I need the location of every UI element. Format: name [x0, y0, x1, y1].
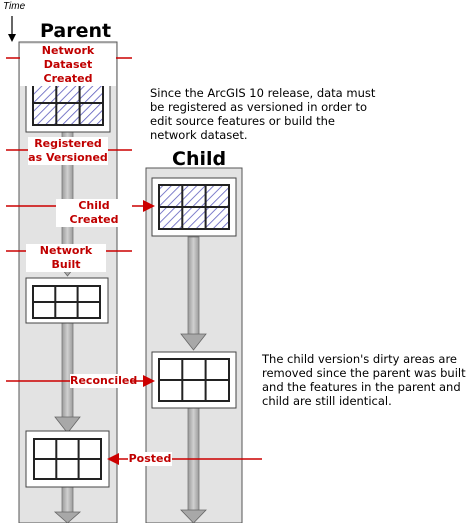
- grid-icon: [25, 277, 109, 324]
- network-dataset-created-label: Network Dataset Created: [20, 44, 116, 86]
- posted-label: Posted: [128, 452, 172, 466]
- child-created-label: Child Created: [56, 199, 132, 227]
- grid-icon: [151, 351, 237, 409]
- time-axis-label: Time: [3, 1, 26, 12]
- network-built-label: Network Built: [26, 244, 106, 272]
- reconciled-label: Reconciled: [70, 374, 138, 388]
- reconciled-arrowhead: [143, 375, 155, 387]
- child-column-title: Child: [172, 148, 227, 170]
- registration-note: Since the ArcGIS 10 release, data must b…: [150, 86, 376, 142]
- hatched-grid-icon: [151, 177, 237, 237]
- time-arrow: [8, 16, 16, 42]
- parent-column-title: Parent: [40, 20, 112, 42]
- registered-as-versioned-label: Registered as Versioned: [28, 137, 108, 165]
- child-created-arrowhead: [143, 200, 155, 212]
- reconcile-note: The child version's dirty areas are remo…: [262, 352, 466, 408]
- posted-arrowhead: [107, 453, 119, 465]
- grid-icon: [25, 430, 110, 488]
